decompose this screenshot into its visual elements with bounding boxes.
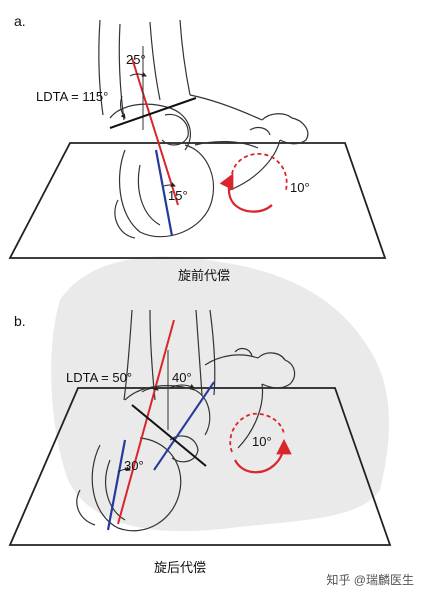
panel-b-ldta: LDTA = 50° xyxy=(66,370,132,385)
panel-b-tibial-angle: 40° xyxy=(172,370,192,385)
panel-a-forefoot-angle: 10° xyxy=(290,180,310,195)
panel-a-label: a. xyxy=(14,13,26,29)
panel-b-heel-angle: 30° xyxy=(124,458,144,473)
panel-a-blue-axis xyxy=(154,149,174,237)
panel-a-red-axis xyxy=(131,57,179,206)
panel-a-rotation-arrow xyxy=(219,173,273,213)
watermark-shape xyxy=(51,256,390,532)
watermark-text: 知乎 @瑞麟医生 xyxy=(326,572,414,587)
panel-b-label: b. xyxy=(14,313,26,329)
panel-a-ldta: LDTA = 115° xyxy=(36,89,108,104)
panel-b-leg-outline xyxy=(76,309,296,532)
panel-a-heel-arc xyxy=(163,182,176,187)
panel-b-caption: 旋后代偿 xyxy=(154,560,206,575)
panel-b-blue-axis xyxy=(106,439,127,531)
panel-b-joint-line xyxy=(131,404,207,467)
panel-b-red-axis xyxy=(117,319,175,525)
panel-b-ldta-arc xyxy=(141,385,159,393)
panel-a-caption: 旋前代偿 xyxy=(178,268,230,283)
panel-b: b. xyxy=(8,309,392,575)
panel-a-rotation-dashed-arc xyxy=(231,152,288,191)
panel-a: a. xyxy=(8,13,387,283)
panel-b-tibial-arc xyxy=(169,383,195,389)
panel-b-ground-plane xyxy=(8,387,392,546)
panel-a-joint-line xyxy=(109,97,197,129)
panel-b-rotation-dashed-arc xyxy=(229,412,285,453)
panel-a-ldta-arc xyxy=(120,95,126,119)
panel-b-forefoot-angle: 10° xyxy=(252,434,272,449)
panel-a-tibial-arc xyxy=(129,72,147,77)
panel-a-heel-angle: 15° xyxy=(168,188,188,203)
panel-b-rotation-arrow xyxy=(234,438,292,474)
panel-b-blue-tilt xyxy=(153,381,215,471)
panel-a-ground-plane xyxy=(8,142,387,259)
panel-a-tibial-angle: 25° xyxy=(126,52,146,67)
panel-b-heel-arc xyxy=(117,466,131,473)
